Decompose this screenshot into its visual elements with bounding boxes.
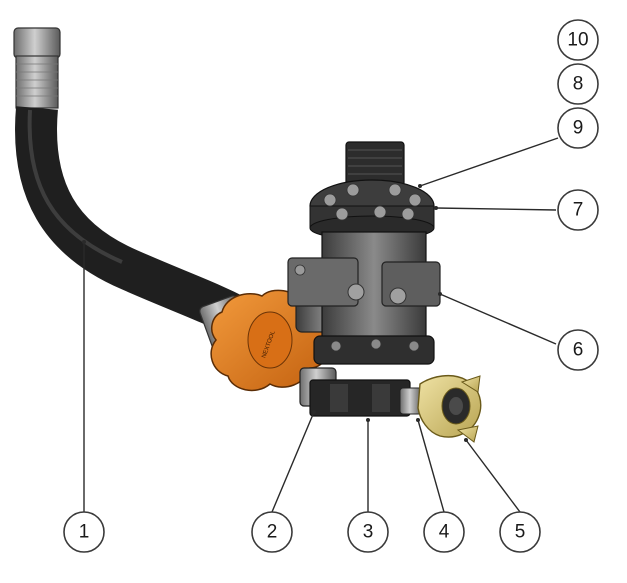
callout-2-label: 2	[267, 522, 278, 543]
valve-manifold	[287, 141, 441, 365]
callout-6-label: 6	[573, 340, 584, 361]
callout-1: 1	[63, 511, 105, 553]
leader-9	[419, 137, 559, 187]
flange-bolts	[323, 183, 422, 221]
leader-5	[465, 439, 521, 513]
leader-2	[271, 411, 315, 513]
callout-4: 4	[423, 511, 465, 553]
callout-10-label: 10	[567, 30, 588, 51]
callout-8: 8	[557, 63, 599, 105]
valve-hex-nut	[309, 379, 411, 417]
callout-3: 3	[347, 511, 389, 553]
quick-coupling	[417, 374, 482, 443]
leader-4	[417, 419, 445, 513]
hose-end-nut	[13, 27, 61, 59]
callout-2: 2	[251, 511, 293, 553]
leader-7	[435, 207, 557, 211]
leader-lines	[82, 137, 559, 513]
callout-9: 9	[557, 107, 599, 149]
callout-4-label: 4	[439, 522, 450, 543]
callout-8-label: 8	[573, 74, 584, 95]
callout-7-label: 7	[573, 200, 584, 221]
bottom-flange	[313, 335, 435, 365]
callout-1-label: 1	[79, 522, 90, 543]
callout-3-label: 3	[363, 522, 374, 543]
callout-6: 6	[557, 329, 599, 371]
callout-7: 7	[557, 189, 599, 231]
callout-9-label: 9	[573, 118, 584, 139]
leader-6	[439, 293, 557, 345]
callout-5: 5	[499, 511, 541, 553]
hose-assembly	[13, 27, 251, 351]
hose-body	[15, 106, 250, 337]
hose-ferrule	[15, 55, 59, 109]
callout-5-label: 5	[515, 522, 526, 543]
callout-10: 10	[557, 19, 599, 61]
side-port-left	[287, 257, 359, 307]
top-outlet-pipe	[345, 141, 405, 187]
